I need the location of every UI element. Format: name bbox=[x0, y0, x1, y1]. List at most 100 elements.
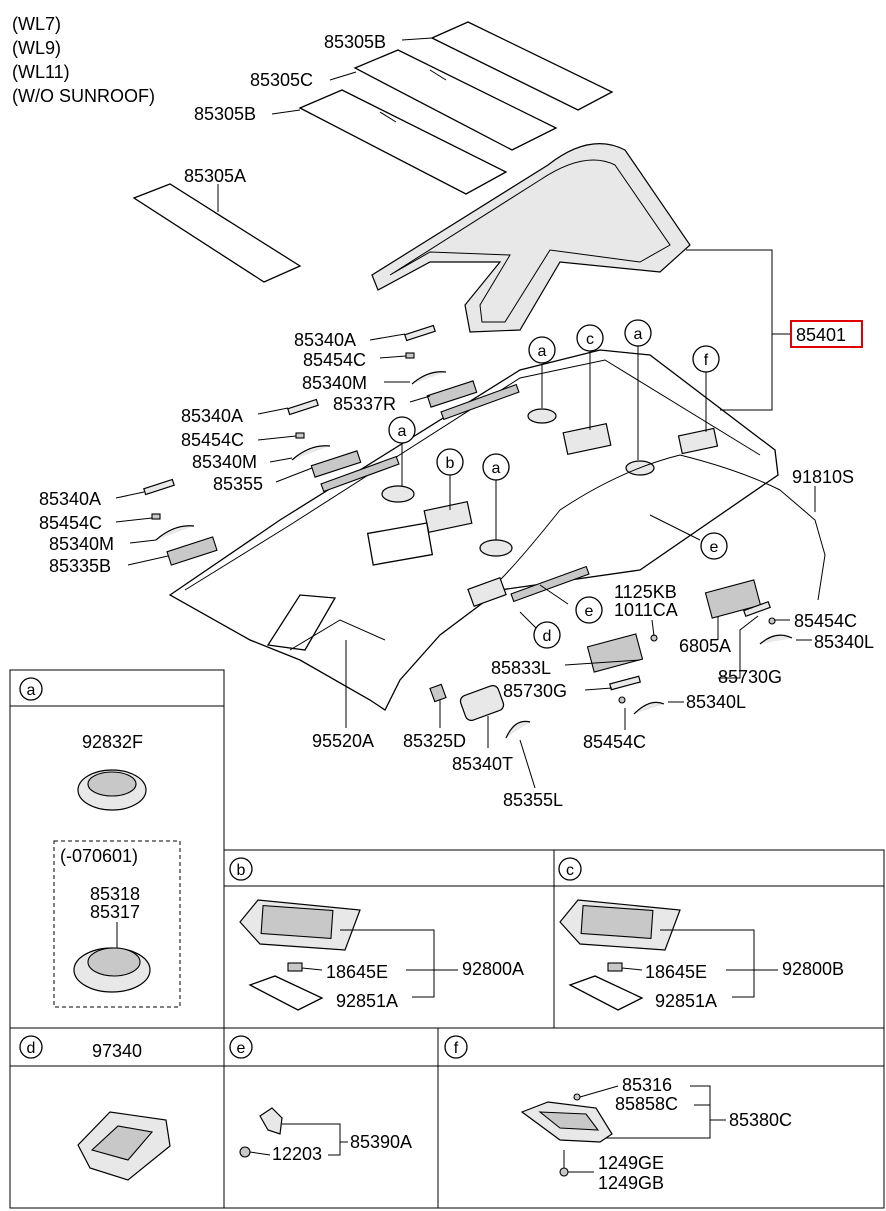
part-85340a-1[interactable] bbox=[404, 324, 436, 342]
part-85316[interactable] bbox=[573, 1093, 581, 1101]
label-85337r[interactable]: 85337R bbox=[333, 394, 396, 414]
part-85337r[interactable] bbox=[426, 380, 478, 408]
opening-f bbox=[677, 427, 719, 455]
part-85730g-r[interactable] bbox=[742, 600, 772, 618]
pad-85305b-top[interactable] bbox=[430, 21, 614, 111]
label-95520a[interactable]: 95520A bbox=[312, 731, 374, 751]
callout-a-4[interactable] bbox=[482, 453, 510, 481]
part-85340a-2[interactable] bbox=[287, 398, 319, 416]
lens-92851a-c[interactable] bbox=[568, 975, 644, 1011]
part-85340m-2[interactable] bbox=[291, 445, 331, 461]
label-85340m-2[interactable]: 85340M bbox=[192, 452, 257, 472]
part-85454c-1[interactable] bbox=[405, 352, 415, 359]
label-85454c-1[interactable]: 85454C bbox=[303, 350, 366, 370]
label-85401[interactable]: 85401 bbox=[796, 325, 846, 345]
label-6805a[interactable]: 6805A bbox=[679, 636, 731, 656]
frame-85401[interactable] bbox=[371, 143, 691, 333]
label-92832f[interactable]: 92832F bbox=[82, 732, 143, 752]
label-92800b[interactable]: 92800B bbox=[782, 959, 844, 979]
label-85340m-3[interactable]: 85340M bbox=[49, 534, 114, 554]
part-85335b[interactable] bbox=[166, 536, 218, 566]
callout-f[interactable] bbox=[692, 345, 720, 373]
callout-b[interactable] bbox=[436, 448, 464, 476]
label-18645e-c[interactable]: 18645E bbox=[645, 962, 707, 982]
part-85355[interactable] bbox=[310, 450, 362, 478]
pad-85305b-mid[interactable] bbox=[298, 89, 508, 195]
screw-12203[interactable] bbox=[239, 1146, 251, 1158]
clip-85390a[interactable] bbox=[259, 1107, 283, 1135]
part-85340m-3[interactable] bbox=[155, 525, 195, 541]
svg-text:d: d bbox=[27, 1040, 36, 1057]
callout-d[interactable] bbox=[533, 621, 561, 649]
label-85340a-3[interactable]: 85340A bbox=[39, 489, 101, 509]
label-85340t[interactable]: 85340T bbox=[452, 754, 513, 774]
label-1125kb[interactable]: 1125KB bbox=[614, 582, 677, 602]
label-85833l[interactable]: 85833L bbox=[491, 658, 551, 678]
bulb-18645e-b[interactable] bbox=[287, 962, 303, 972]
part-85340a-3[interactable] bbox=[143, 478, 175, 496]
callout-a-2[interactable] bbox=[624, 319, 652, 347]
variant-wl9: (WL9) bbox=[12, 38, 61, 58]
label-85317[interactable]: 85317 bbox=[90, 902, 140, 922]
label-85335b[interactable]: 85335B bbox=[49, 556, 111, 576]
pad-85305c[interactable] bbox=[353, 49, 558, 151]
label-85454c-r[interactable]: 85454C bbox=[794, 611, 857, 631]
svg-text:f: f bbox=[704, 352, 709, 369]
label-85340m-1[interactable]: 85340M bbox=[302, 373, 367, 393]
label-92800a[interactable]: 92800A bbox=[462, 959, 524, 979]
label-85340l[interactable]: 85340L bbox=[686, 692, 746, 712]
label-85390a[interactable]: 85390A bbox=[350, 1132, 412, 1152]
callout-a-3[interactable] bbox=[388, 416, 416, 444]
label-85318[interactable]: 85318 bbox=[90, 884, 140, 904]
label-91810s[interactable]: 91810S bbox=[792, 467, 854, 487]
label-85305b-top[interactable]: 85305B bbox=[324, 32, 386, 52]
label-85305a[interactable]: 85305A bbox=[184, 166, 246, 186]
part-85833l[interactable] bbox=[586, 633, 644, 673]
label-85355l[interactable]: 85355L bbox=[503, 790, 563, 810]
bolt-1249ge[interactable] bbox=[559, 1167, 569, 1177]
label-85858c[interactable]: 85858C bbox=[615, 1094, 678, 1114]
part-85355l[interactable] bbox=[505, 720, 531, 739]
label-85316[interactable]: 85316 bbox=[622, 1075, 672, 1095]
label-85380c[interactable]: 85380C bbox=[729, 1110, 792, 1130]
part-85340l-r[interactable] bbox=[759, 634, 793, 645]
label-85340a-2[interactable]: 85340A bbox=[181, 406, 243, 426]
label-18645e-b[interactable]: 18645E bbox=[326, 962, 388, 982]
label-1249ge[interactable]: 1249GE bbox=[598, 1153, 664, 1173]
label-1249gb[interactable]: 1249GB bbox=[598, 1173, 664, 1193]
label-85325d[interactable]: 85325D bbox=[403, 731, 466, 751]
part-85454c-r[interactable] bbox=[768, 617, 776, 625]
pad-85305a[interactable] bbox=[132, 183, 302, 283]
label-85305b-mid[interactable]: 85305B bbox=[194, 104, 256, 124]
part-85340t[interactable] bbox=[459, 684, 505, 722]
callout-c[interactable] bbox=[576, 324, 604, 352]
label-85454c-2[interactable]: 85454C bbox=[181, 430, 244, 450]
label-12203[interactable]: 12203 bbox=[272, 1144, 322, 1164]
label-92851a-b[interactable]: 92851A bbox=[336, 991, 398, 1011]
label-85730g[interactable]: 85730G bbox=[503, 681, 567, 701]
callout-a-1[interactable] bbox=[528, 336, 556, 364]
label-85454c-3[interactable]: 85454C bbox=[39, 513, 102, 533]
part-85340l[interactable] bbox=[633, 701, 665, 715]
label-92851a-c[interactable]: 92851A bbox=[655, 991, 717, 1011]
part-85340m-1[interactable] bbox=[411, 371, 447, 385]
lens-92851a-b[interactable] bbox=[248, 975, 324, 1011]
callout-e-1[interactable] bbox=[700, 532, 728, 560]
label-97340[interactable]: 97340 bbox=[92, 1041, 142, 1061]
bulb-18645e-c[interactable] bbox=[607, 962, 623, 972]
part-85325d[interactable] bbox=[429, 683, 447, 703]
callout-e-2[interactable] bbox=[575, 596, 603, 624]
label-85355[interactable]: 85355 bbox=[213, 474, 263, 494]
label-1011ca[interactable]: 1011CA bbox=[614, 600, 678, 620]
part-85454c-b[interactable] bbox=[618, 696, 626, 704]
label-85340l-r[interactable]: 85340L bbox=[814, 632, 874, 652]
part-85454c-3[interactable] bbox=[151, 513, 161, 520]
label-85340a-1[interactable]: 85340A bbox=[294, 330, 356, 350]
label-85305c[interactable]: 85305C bbox=[250, 70, 313, 90]
label-85730g-r[interactable]: 85730G bbox=[718, 667, 782, 687]
label-85454c-b[interactable]: 85454C bbox=[583, 732, 646, 752]
part-6805a[interactable] bbox=[704, 579, 762, 619]
part-85730g[interactable] bbox=[608, 675, 642, 691]
part-85454c-2[interactable] bbox=[295, 432, 305, 439]
